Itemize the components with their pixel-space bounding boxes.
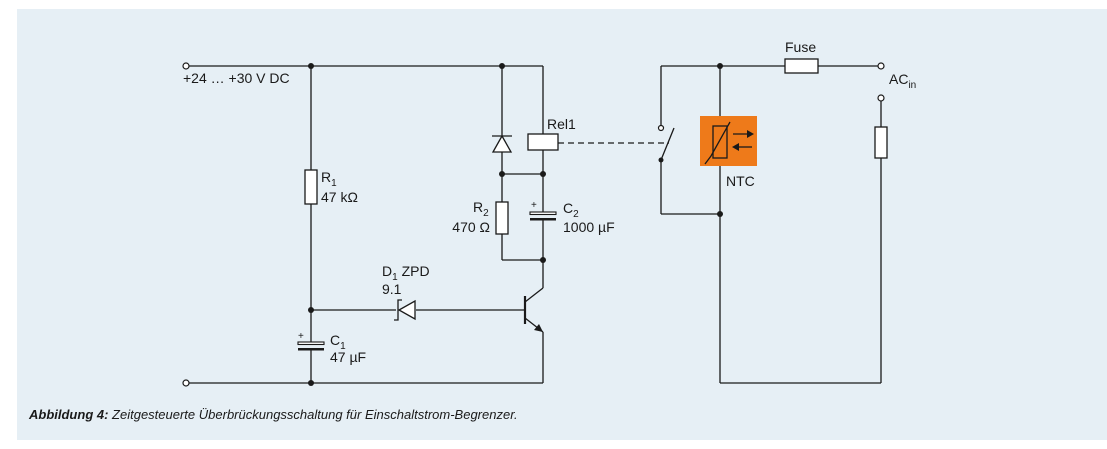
ntc-label: NTC <box>726 173 755 189</box>
wires <box>186 65 882 384</box>
c2-label: C2 <box>563 200 579 220</box>
relay-coil <box>527 133 559 151</box>
transistor <box>523 287 544 333</box>
d1-label: D1 ZPD <box>382 263 430 283</box>
supply-terminal-top <box>182 62 190 70</box>
supply-voltage-label: +24 … +30 V DC <box>183 70 290 86</box>
ntc-thermistor <box>700 116 757 166</box>
fuse-label: Fuse <box>785 39 816 55</box>
c2-polarity-label: + <box>531 200 537 211</box>
fuse <box>784 58 819 74</box>
supply-terminal-bottom <box>182 379 190 387</box>
resistor-r1 <box>304 169 318 205</box>
circuit-schematic: +24 … +30 V DC R1 47 kΩ Rel1 R2 470 Ω + … <box>182 39 916 387</box>
c2-value: 1000 µF <box>563 219 615 235</box>
r2-value: 470 Ω <box>452 219 490 235</box>
relay-switch <box>657 124 675 163</box>
resistor-r2 <box>495 201 509 235</box>
r2-label: R2 <box>473 199 489 219</box>
caption-label: Abbildung 4: <box>29 407 109 422</box>
junction-dots <box>308 63 723 386</box>
d1-value: 9.1 <box>382 281 402 297</box>
flyback-diode <box>491 134 513 153</box>
ac-terminal-top <box>877 62 885 70</box>
capacitor-c1 <box>297 341 325 351</box>
figure-caption: Abbildung 4: Zeitgesteuerte Überbrückung… <box>29 407 518 422</box>
r1-value: 47 kΩ <box>321 189 358 205</box>
rel1-label: Rel1 <box>547 116 576 132</box>
c1-label: C1 <box>330 332 346 352</box>
ac-in-label: ACin <box>889 71 916 91</box>
caption-text: Zeitgesteuerte Überbrückungsschaltung fü… <box>108 407 518 422</box>
r1-label: R1 <box>321 169 337 189</box>
figure-panel: +24 … +30 V DC R1 47 kΩ Rel1 R2 470 Ω + … <box>17 9 1107 440</box>
zener-diode-d1 <box>394 299 416 321</box>
resistor-load <box>874 126 888 159</box>
c1-polarity-label: + <box>298 331 304 342</box>
capacitor-c2 <box>529 211 557 221</box>
c1-value: 47 µF <box>330 349 366 365</box>
ac-terminal-bottom <box>877 94 885 102</box>
